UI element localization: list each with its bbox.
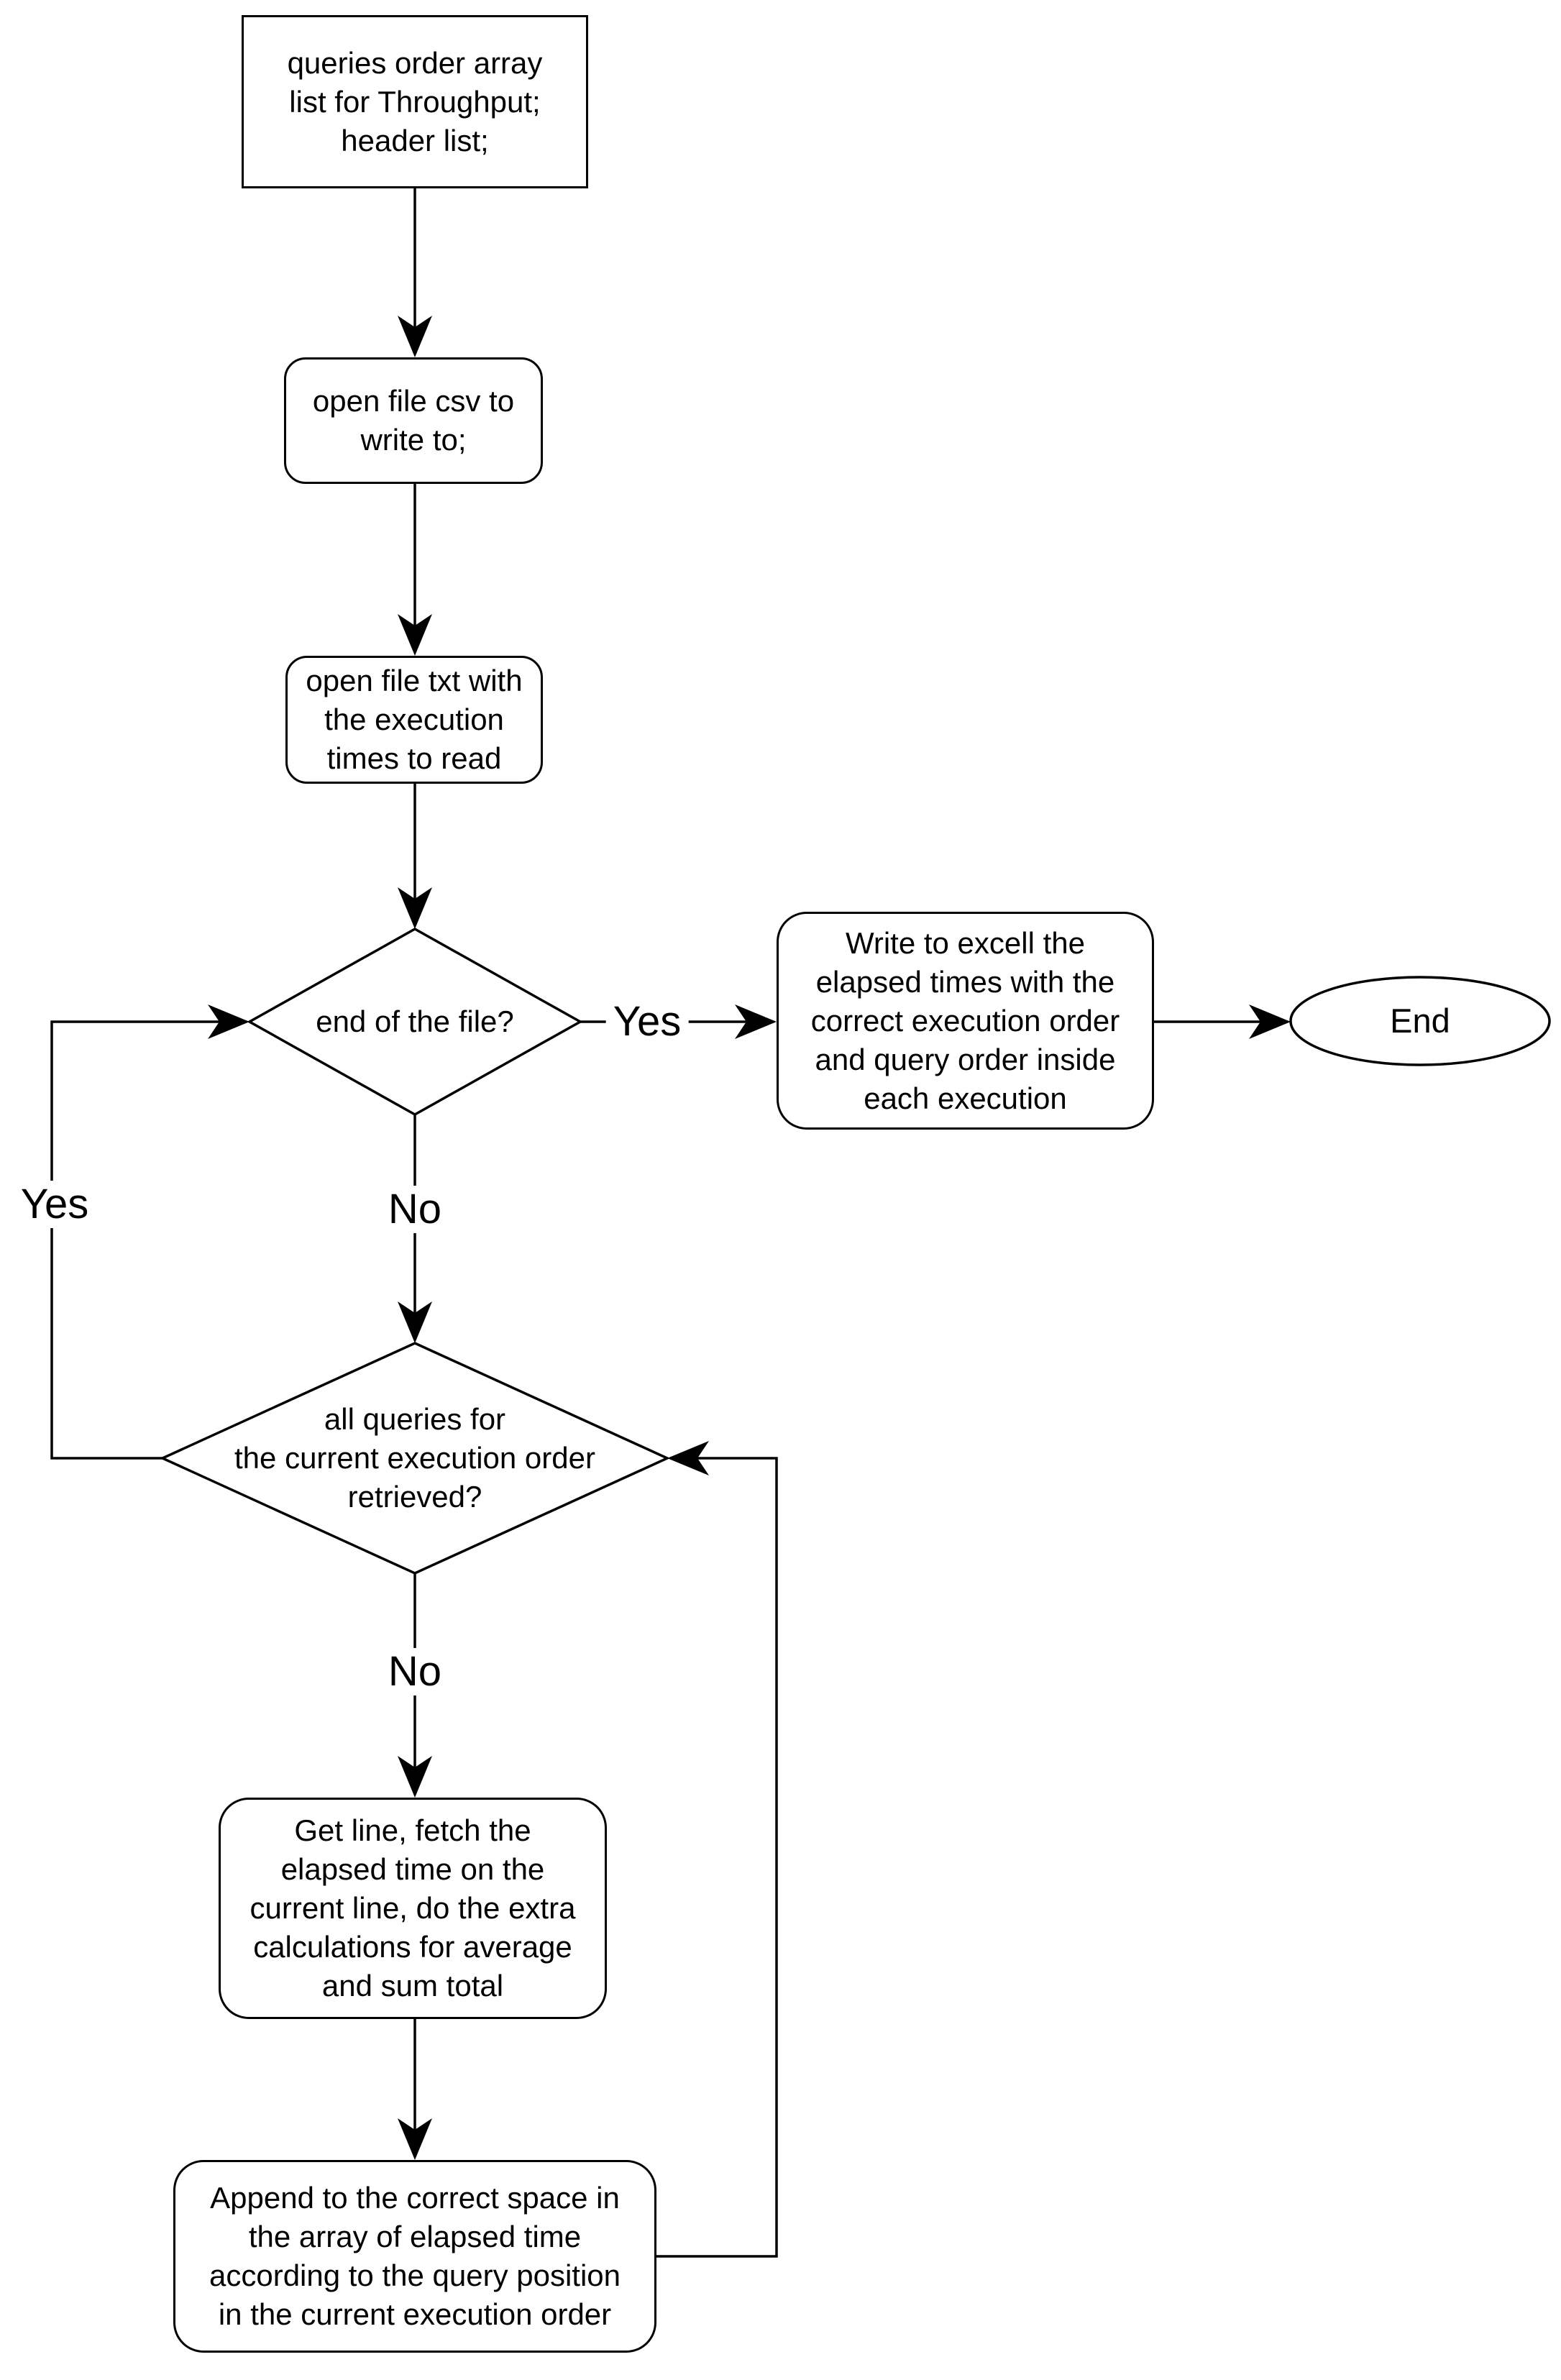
decision-all-queries-shape [159,1342,671,1575]
node-open-txt: open file txt with the execution times t… [285,656,543,784]
arrowhead-into-open-txt [398,614,432,656]
node-open-csv: open file csv to write to; [284,357,543,484]
edge-append-loop-to-all-queries [656,1457,778,2258]
terminator-end-shape [1289,976,1551,1066]
edge-label-all-queries-no: No [380,1648,449,1695]
arrowhead-into-all-queries-top [398,1301,432,1343]
edge-all-queries-yes-loop [50,1020,247,1460]
decision-eof-shape [247,927,583,1117]
arrowhead-into-get-line [398,1756,432,1798]
node-get-line: Get line, fetch the elapsed time on the … [219,1798,607,2019]
node-append: Append to the correct space in the array… [173,2160,656,2353]
node-start: queries order array list for Throughput;… [242,15,588,188]
arrowhead-into-all-queries-right [667,1441,709,1475]
arrowhead-into-append [398,2118,432,2160]
edge-label-eof-yes: Yes [605,998,689,1045]
arrowhead-into-write-excel [735,1004,777,1039]
edge-label-loop-yes: Yes [13,1181,96,1228]
arrowhead-into-open-csv [398,316,432,357]
node-write-excel: Write to excell the elapsed times with t… [777,912,1154,1130]
edge-label-eof-no: No [380,1186,449,1233]
arrowhead-into-eof-top [398,887,432,929]
arrowhead-into-end [1249,1004,1291,1039]
arrowhead-into-eof-left [208,1004,250,1039]
